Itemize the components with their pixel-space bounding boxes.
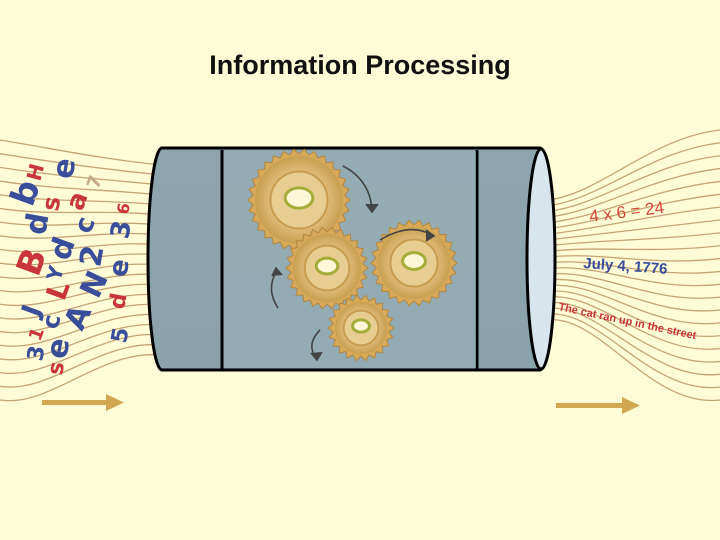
input-flow-arrow <box>42 394 124 411</box>
input-symbol: d <box>105 291 132 311</box>
stream-line <box>548 220 720 240</box>
stream-line <box>548 143 720 206</box>
input-symbol: 6 <box>113 201 134 215</box>
input-symbol: a <box>60 188 94 215</box>
input-symbol: c <box>68 213 101 238</box>
stream-line <box>0 355 162 401</box>
stream-line <box>548 233 720 246</box>
input-symbol: e <box>45 155 83 181</box>
input-symbol: 3 <box>105 218 138 241</box>
output-flow-arrow <box>556 397 640 414</box>
stream-line <box>548 130 720 200</box>
output-line-sentence: The cat ran up in the street <box>557 301 697 342</box>
flow-arrows <box>42 394 640 414</box>
input-symbol: 5 <box>107 326 134 345</box>
stream-line <box>0 234 162 239</box>
input-symbol: e <box>103 257 136 280</box>
stream-line <box>548 246 720 252</box>
output-line-date: July 4, 1776 <box>583 255 668 278</box>
